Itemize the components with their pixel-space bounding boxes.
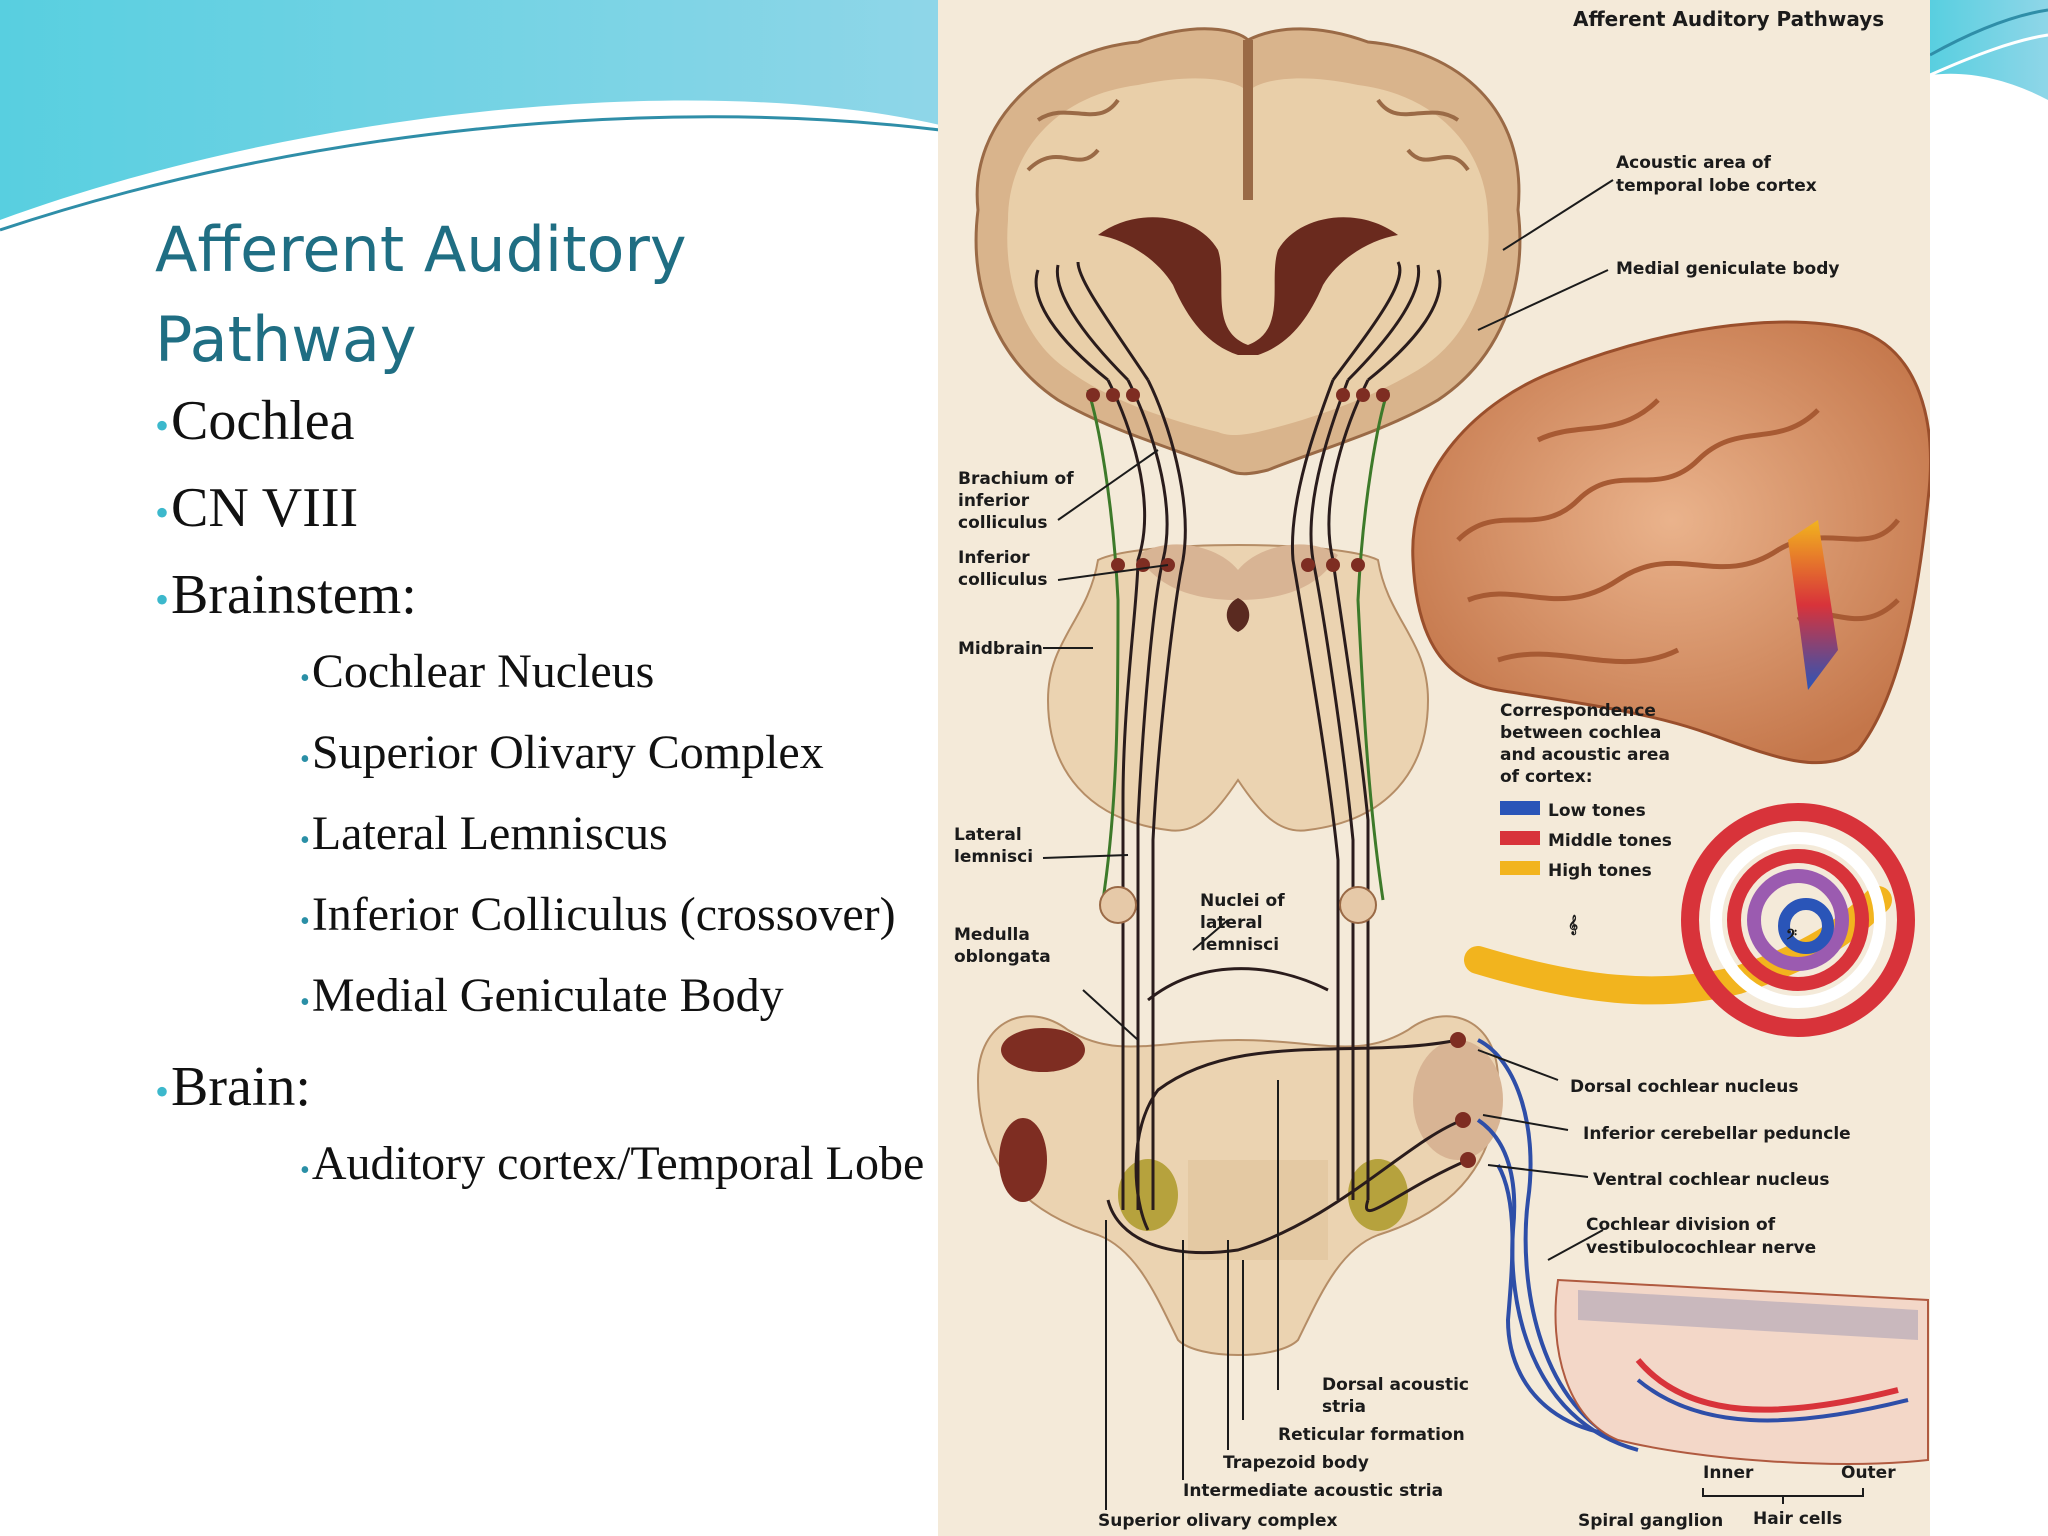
label-medulla-oblongata: Medulla bbox=[954, 925, 1030, 945]
bullet-dot: • bbox=[155, 490, 170, 535]
bullet-dot: • bbox=[155, 403, 170, 448]
label-acoustic-area: Acoustic area of bbox=[1616, 153, 1772, 173]
legend-low-tones: Low tones bbox=[1548, 801, 1646, 821]
label-medulla-oblongata-2: oblongata bbox=[954, 947, 1051, 967]
bullet-text: Auditory cortex/Temporal Lobe bbox=[311, 1137, 925, 1190]
bullet-text: Brainstem: bbox=[171, 564, 417, 626]
bullet-text: Cochlear Nucleus bbox=[311, 645, 655, 698]
label-brachium-3: colliculus bbox=[958, 513, 1047, 533]
bullet-text: Inferior Colliculus (crossover) bbox=[311, 888, 896, 941]
legend-heading-2: between cochlea bbox=[1500, 723, 1661, 743]
bullet-text: Brain: bbox=[171, 1056, 311, 1118]
bullet-dot: • bbox=[300, 906, 310, 937]
label-hair-cells: Hair cells bbox=[1753, 1509, 1842, 1529]
coronal-brain-section bbox=[974, 27, 1522, 476]
auditory-pathway-figure: 𝄢 𝄞 A bbox=[938, 0, 1930, 1536]
label-dorsal-acoustic-stria-2: stria bbox=[1322, 1397, 1366, 1417]
bullet-dot: • bbox=[300, 1155, 310, 1186]
legend-heading: Correspondence bbox=[1500, 701, 1656, 721]
bullet-item: •Brainstem: bbox=[155, 554, 935, 641]
label-cochlear-division-2: vestibulocochlear nerve bbox=[1586, 1238, 1816, 1258]
bullet-dot: • bbox=[155, 1069, 170, 1114]
label-spiral-ganglion: Spiral ganglion bbox=[1578, 1511, 1723, 1531]
leader-lines bbox=[1042, 179, 1614, 1510]
label-reticular-formation: Reticular formation bbox=[1278, 1425, 1465, 1445]
bullet-text: Cochlea bbox=[171, 390, 355, 452]
relay-nuclei bbox=[1086, 388, 1476, 1168]
label-inferior-cerebellar-peduncle: Inferior cerebellar peduncle bbox=[1583, 1124, 1851, 1144]
legend-high-tones: High tones bbox=[1548, 861, 1652, 881]
label-medial-geniculate: Medial geniculate body bbox=[1616, 259, 1839, 279]
label-dorsal-acoustic-stria: Dorsal acoustic bbox=[1322, 1375, 1469, 1395]
label-outer: Outer bbox=[1841, 1463, 1896, 1483]
bullet-text: Superior Olivary Complex bbox=[311, 726, 824, 779]
label-inner: Inner bbox=[1703, 1463, 1754, 1483]
treble-clef-icon: 𝄞 bbox=[1568, 914, 1578, 936]
bullet-dot: • bbox=[300, 825, 310, 856]
bullet-list: •Cochlea •CN VIII •Brainstem: •Cochlear … bbox=[155, 380, 935, 1214]
sub-bullet-item: •Lateral Lemniscus bbox=[300, 803, 935, 872]
label-brachium-2: inferior bbox=[958, 491, 1030, 511]
sub-bullet-item: •Medial Geniculate Body bbox=[300, 965, 935, 1034]
bullet-dot: • bbox=[300, 744, 310, 775]
label-inferior-colliculus: Inferior bbox=[958, 548, 1030, 568]
label-superior-olivary-complex: Superior olivary complex bbox=[1098, 1511, 1338, 1531]
label-dorsal-cochlear-nucleus: Dorsal cochlear nucleus bbox=[1570, 1077, 1798, 1097]
legend-swatch-low bbox=[1500, 801, 1540, 815]
label-brachium: Brachium of bbox=[958, 469, 1074, 489]
bullet-item: •Brain: bbox=[155, 1046, 935, 1133]
bullet-dot: • bbox=[155, 577, 170, 622]
bullet-text: CN VIII bbox=[171, 477, 359, 539]
pathway-illustration: 𝄢 𝄞 A bbox=[954, 7, 1930, 1531]
label-ventral-cochlear-nucleus: Ventral cochlear nucleus bbox=[1593, 1170, 1830, 1190]
label-trapezoid-body: Trapezoid body bbox=[1223, 1453, 1369, 1473]
bullet-item: •Cochlea bbox=[155, 380, 935, 467]
label-nuclei-lateral-lemnisci: Nuclei of bbox=[1200, 891, 1285, 911]
sub-bullet-item: •Cochlear Nucleus bbox=[300, 641, 935, 710]
legend-heading-4: of cortex: bbox=[1500, 767, 1593, 787]
organ-of-corti-inset bbox=[1554, 1278, 1929, 1465]
hair-cells-bracket bbox=[1702, 1488, 1864, 1504]
bullet-dot: • bbox=[300, 663, 310, 694]
label-midbrain: Midbrain bbox=[958, 639, 1043, 659]
sub-bullet-item: •Superior Olivary Complex bbox=[300, 722, 935, 791]
sub-bullet-item: •Inferior Colliculus (crossover) bbox=[300, 884, 935, 953]
label-nuclei-lateral-lemnisci-3: lemnisci bbox=[1200, 935, 1279, 955]
figure-title: Afferent Auditory Pathways bbox=[1573, 7, 1884, 31]
legend-swatch-middle bbox=[1500, 831, 1540, 845]
legend-heading-3: and acoustic area bbox=[1500, 745, 1670, 765]
bullet-dot: • bbox=[300, 987, 310, 1018]
label-lateral-lemnisci-2: lemnisci bbox=[954, 847, 1033, 867]
label-cochlear-division: Cochlear division of bbox=[1586, 1215, 1776, 1235]
label-nuclei-lateral-lemnisci-2: lateral bbox=[1200, 913, 1263, 933]
label-intermediate-acoustic-stria: Intermediate acoustic stria bbox=[1183, 1481, 1443, 1501]
bullet-text: Medial Geniculate Body bbox=[311, 969, 784, 1022]
bullet-text: Lateral Lemniscus bbox=[311, 807, 668, 860]
label-acoustic-area-2: temporal lobe cortex bbox=[1616, 176, 1817, 196]
pathway-green-fibers bbox=[1086, 389, 1390, 901]
label-inferior-colliculus-2: colliculus bbox=[958, 570, 1047, 590]
label-lateral-lemnisci: Lateral bbox=[954, 825, 1022, 845]
legend-middle-tones: Middle tones bbox=[1548, 831, 1672, 851]
sub-bullet-item: •Auditory cortex/Temporal Lobe bbox=[300, 1133, 935, 1202]
midbrain-section bbox=[1046, 544, 1430, 832]
bass-clef-icon: 𝄢 bbox=[1786, 927, 1797, 947]
slide-title: Afferent Auditory Pathway bbox=[155, 213, 687, 376]
medulla-section bbox=[976, 1015, 1503, 1356]
cochlea-spiral bbox=[1464, 803, 1915, 1037]
lateral-brain bbox=[1411, 320, 1930, 765]
legend-swatch-high bbox=[1500, 861, 1540, 875]
bullet-item: •CN VIII bbox=[155, 467, 935, 554]
